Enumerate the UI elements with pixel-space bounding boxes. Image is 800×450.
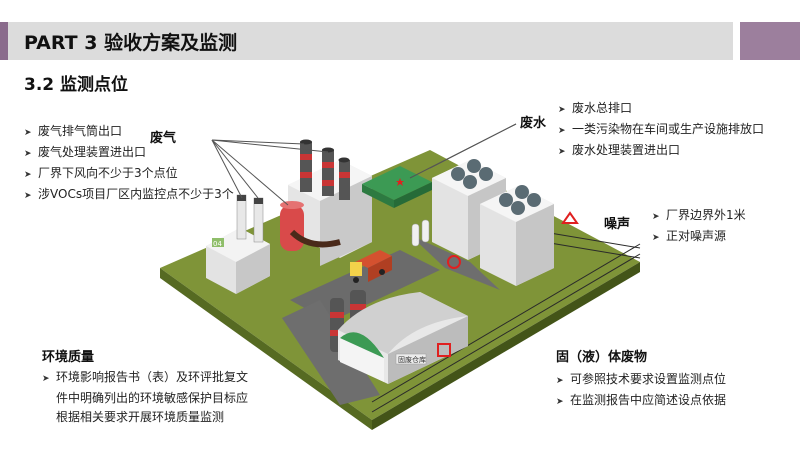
triangle-right-icon: ➤: [652, 233, 660, 243]
triangle-right-icon: ➤: [558, 147, 566, 157]
noise-triangle-icon: [561, 211, 579, 224]
warehouse-sign: 固废仓库: [398, 355, 426, 364]
triangle-right-icon: ➤: [556, 376, 564, 386]
list-item: ➤废气处理装置进出口: [24, 143, 234, 164]
triangle-right-icon: ➤: [24, 191, 32, 201]
monitor-point-circle: [447, 255, 461, 269]
triangle-right-icon: ➤: [24, 170, 32, 180]
list-item: ➤环境影响报告书（表）及环评批复文: [42, 368, 248, 389]
truck: [350, 250, 392, 283]
list-item: ➤可参照技术要求设置监测点位: [556, 370, 726, 391]
triangle-right-icon: ➤: [558, 105, 566, 115]
triangle-right-icon: ➤: [558, 126, 566, 136]
header-band: [0, 22, 733, 60]
solid-waste-square-icon: [437, 343, 451, 357]
list-item: ➤厂界下风向不少于3个点位: [24, 164, 234, 185]
list-item: ➤一类污染物在车间或生产设施排放口: [558, 120, 764, 141]
page-title: PART 3 验收方案及监测: [24, 32, 238, 54]
noise-list: ➤厂界边界外1米 ➤正对噪声源: [652, 206, 746, 248]
triangle-right-icon: ➤: [652, 212, 660, 222]
noise-label: 噪声: [604, 217, 631, 232]
list-item: ➤正对噪声源: [652, 227, 746, 248]
treatment-pool: [362, 166, 432, 200]
header-accent-right: [740, 22, 800, 60]
triangle-right-icon: ➤: [24, 128, 32, 138]
list-item: ➤厂界边界外1米: [652, 206, 746, 227]
section-title: 3.2 监测点位: [24, 75, 129, 95]
triangle-right-icon: ➤: [556, 397, 564, 407]
list-item: ➤在监测报告中应简述设点依据: [556, 391, 726, 412]
waste-water-list: ➤废水总排口 ➤一类污染物在车间或生产设施排放口 ➤废水处理装置进出口: [558, 99, 764, 162]
list-item: ➤废水总排口: [558, 99, 764, 120]
list-item: ➤废水处理装置进出口: [558, 141, 764, 162]
solid-waste-label: 固（液）体废物: [556, 350, 648, 365]
list-item-continuation: 根据相关要求开展环境质量监测: [56, 410, 225, 424]
solid-waste-warehouse: [338, 292, 468, 384]
waste-gas-list: ➤废气排气筒出口 ➤废气处理装置进出口 ➤厂界下风向不少于3个点位 ➤涉VOCs…: [24, 122, 234, 206]
header-accent-left: [0, 22, 8, 60]
waste-gas-label: 废气: [150, 131, 177, 146]
leader-lines: [211, 123, 517, 206]
env-quality-list: ➤环境影响报告书（表）及环评批复文 件中明确列出的环境敏感保护目标应 根据相关要…: [42, 368, 248, 427]
road-1: [290, 250, 440, 322]
list-item: ➤涉VOCs项目厂区内监控点不少于3个: [24, 185, 234, 206]
triangle-right-icon: ➤: [24, 149, 32, 159]
env-quality-label: 环境质量: [42, 350, 95, 365]
triangle-right-icon: ➤: [42, 374, 50, 384]
list-item: ➤废气排气筒出口: [24, 122, 234, 143]
road-2: [282, 300, 380, 405]
building-tag: 04: [213, 240, 222, 248]
cooling-building-2: [480, 185, 554, 286]
chimneys: [300, 139, 350, 200]
solid-waste-list: ➤可参照技术要求设置监测点位 ➤在监测报告中应简述设点依据: [556, 370, 726, 412]
list-item-continuation: 件中明确列出的环境敏感保护目标应: [56, 391, 249, 405]
red-tank: [280, 205, 304, 251]
waste-water-label: 废水: [520, 116, 547, 131]
